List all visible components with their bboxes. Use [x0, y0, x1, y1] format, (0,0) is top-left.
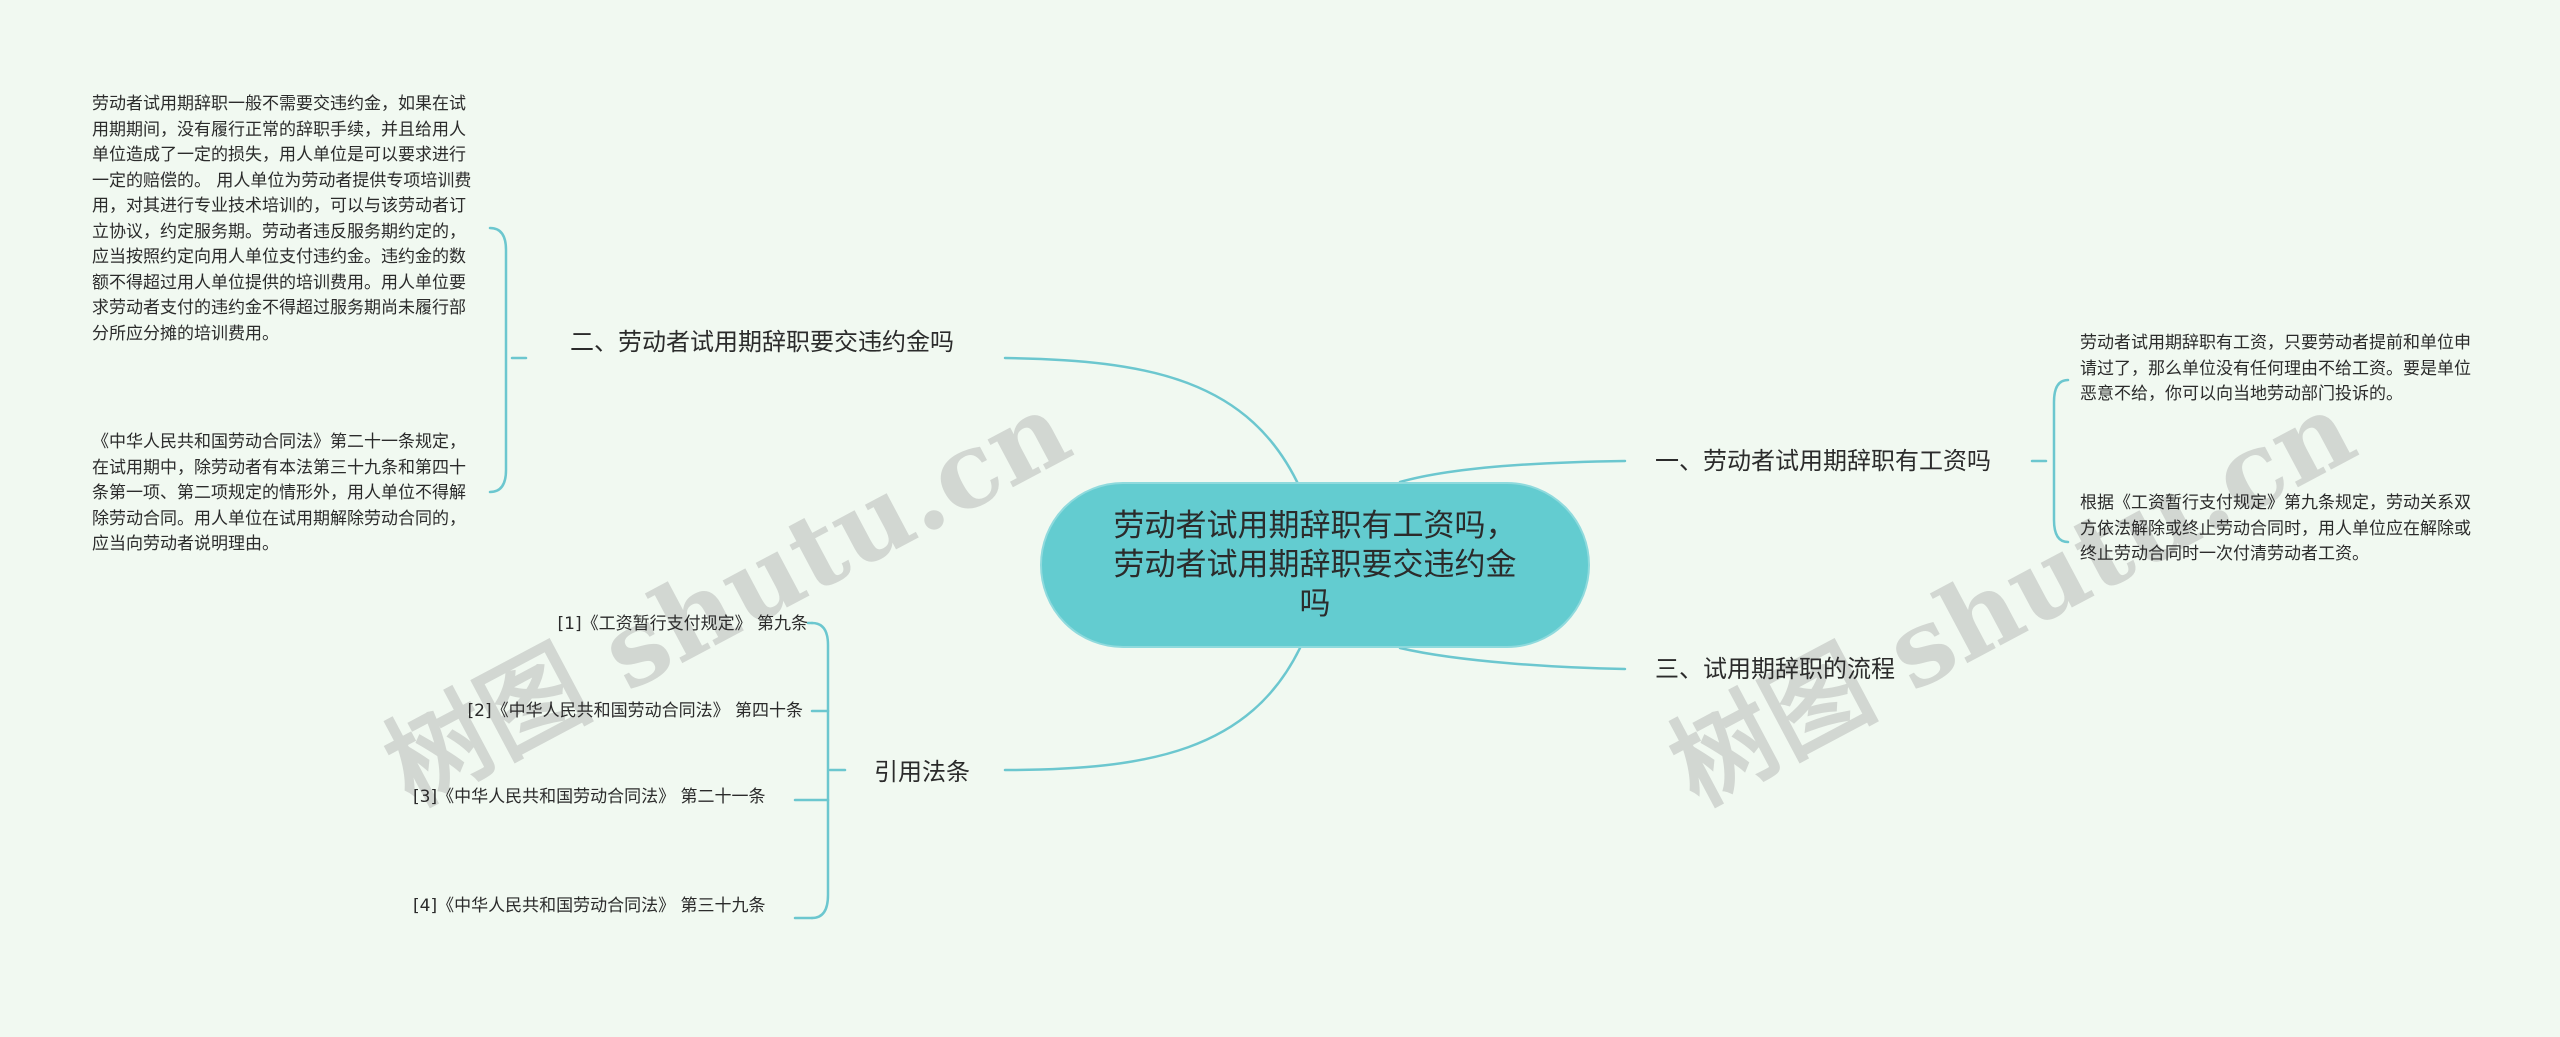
branch-3[interactable]: 三、试用期辞职的流程 — [1655, 655, 1895, 683]
connector-center-b1 — [1398, 459, 1627, 484]
bracket-b1 — [2052, 378, 2070, 544]
branch-4[interactable]: 引用法条 — [874, 758, 970, 786]
law-ref-2: [2]《中华人民共和国劳动合同法》 第四十条 — [467, 701, 803, 721]
bracket-b4 — [810, 621, 830, 920]
law-ref-1: [1]《工资暂行支付规定》 第九条 — [557, 614, 808, 634]
center-topic[interactable]: 劳动者试用期辞职有工资吗，劳动者试用期辞职要交违约金吗 — [1040, 482, 1590, 648]
bracket-b2 — [488, 226, 508, 494]
leaf-b1-a: 劳动者试用期辞职有工资，只要劳动者提前和单位申请过了，那么单位没有任何理由不给工… — [2080, 333, 2471, 404]
connector-center-b4 — [1003, 646, 1302, 772]
leaf-b1-b: 根据《工资暂行支付规定》第九条规定，劳动关系双方依法解除或终止劳动合同时，用人单… — [2080, 493, 2471, 564]
leaf-b2-b: 《中华人民共和国劳动合同法》第二十一条规定，在试用期中，除劳动者有本法第三十九条… — [92, 432, 466, 554]
leaf-b2-a: 劳动者试用期辞职一般不需要交违约金，如果在试用期期间，没有履行正常的辞职手续，并… — [92, 94, 472, 344]
center-topic-label: 劳动者试用期辞职有工资吗，劳动者试用期辞职要交违约金吗 — [1113, 507, 1517, 622]
branch-2[interactable]: 二、劳动者试用期辞职要交违约金吗 — [570, 328, 954, 356]
law-ref-4: [4]《中华人民共和国劳动合同法》 第三十九条 — [413, 896, 766, 916]
law-ref-3: [3]《中华人民共和国劳动合同法》 第二十一条 — [413, 787, 766, 807]
branch-1[interactable]: 一、劳动者试用期辞职有工资吗 — [1655, 447, 1991, 475]
connector-center-b3 — [1398, 646, 1627, 671]
connector-center-b2 — [1003, 356, 1302, 490]
